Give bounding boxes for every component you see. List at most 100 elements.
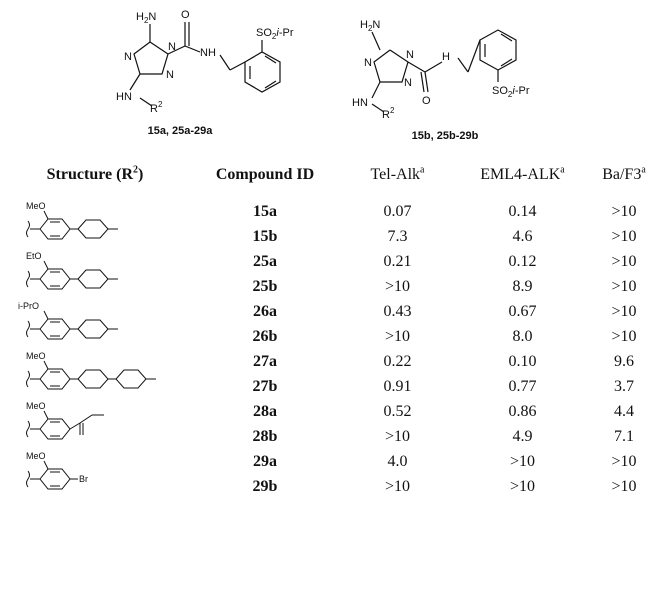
baf3-cell: 4.4 bbox=[614, 403, 634, 420]
atom-nh2-b: H2N bbox=[360, 19, 380, 33]
structure-b-atoms: H2N N N N HN R2 O H SO2i-Pr bbox=[352, 19, 530, 121]
atom-o-b: O bbox=[422, 95, 431, 107]
substituent-label: MeO bbox=[26, 451, 46, 461]
scheme-structures: H2N N N N HN R2 O NH SO2i-Pr bbox=[116, 9, 530, 121]
atom-h-b: H bbox=[442, 51, 450, 63]
substituent-label: MeO bbox=[26, 201, 46, 211]
structure-a bbox=[129, 22, 281, 107]
atom-nh-a: NH bbox=[200, 47, 216, 59]
substituent-label: EtO bbox=[26, 251, 42, 261]
eml4-alk-cell: 0.14 bbox=[508, 203, 537, 220]
substituent-structure: EtO bbox=[0, 249, 200, 299]
eml4-alk-cell: 8.9 bbox=[512, 278, 533, 295]
tel-alk-cell: 7.3 bbox=[387, 228, 408, 245]
table-row: 26b >10 8.0 >10 bbox=[0, 324, 658, 349]
tel-alk-cell: 0.52 bbox=[383, 403, 412, 420]
baf3-cell: 7.1 bbox=[614, 428, 634, 445]
compound-id-cell: 28a bbox=[253, 403, 277, 420]
atom-n2-b: N bbox=[406, 49, 414, 61]
substituent-drawing: MeO bbox=[26, 201, 118, 240]
atom-so2-b: SO2i-Pr bbox=[492, 85, 530, 99]
baf3-cell: >10 bbox=[611, 203, 637, 220]
scheme-area: H2N N N N HN R2 O NH SO2i-Pr bbox=[0, 0, 658, 150]
scheme-label-b: 15b, 25b-29b bbox=[411, 130, 479, 142]
table-row: 28a 0.52 0.86 4.4 bbox=[0, 399, 658, 424]
atom-n4-b: N bbox=[364, 57, 372, 69]
eml4-alk-cell: 8.0 bbox=[512, 328, 533, 345]
baf3-cell: >10 bbox=[611, 228, 637, 245]
compound-id-cell: 27a bbox=[253, 353, 277, 370]
substituent-drawing: MeO bbox=[26, 351, 156, 390]
atom-n4-a: N bbox=[124, 51, 132, 63]
compound-id-cell: 29b bbox=[252, 478, 278, 495]
atom-hn-a: HN bbox=[116, 91, 132, 103]
substituent-drawing: MeO Br bbox=[26, 451, 88, 490]
header-eml4-alk: EML4-ALKa bbox=[480, 164, 565, 183]
baf3-cell: >10 bbox=[611, 453, 637, 470]
atom-hn-b: HN bbox=[352, 97, 368, 109]
table-row: 29b >10 >10 >10 bbox=[0, 474, 658, 499]
atom-r2-a: R2 bbox=[150, 100, 163, 115]
atom-n2-a: N bbox=[166, 69, 174, 81]
tel-alk-cell: 0.07 bbox=[383, 203, 412, 220]
atom-r2-b: R2 bbox=[382, 106, 395, 121]
header-baf3: Ba/F3a bbox=[602, 164, 646, 183]
substituent-drawing: MeO bbox=[26, 401, 104, 440]
tel-alk-cell: >10 bbox=[384, 278, 411, 295]
baf3-cell: >10 bbox=[611, 278, 637, 295]
eml4-alk-cell: >10 bbox=[509, 453, 536, 470]
atom-nh2-a: H2N bbox=[136, 11, 156, 25]
header-structure: Structure (R2) bbox=[46, 164, 144, 183]
compound-id-cell: 15b bbox=[252, 228, 278, 245]
atom-o-a: O bbox=[181, 9, 190, 21]
baf3-cell: >10 bbox=[611, 253, 637, 270]
atom-n1-a: N bbox=[168, 41, 176, 53]
table-row: 15b 7.3 4.6 >10 bbox=[0, 224, 658, 249]
tel-alk-cell: 0.21 bbox=[383, 253, 412, 270]
atom-n1-b: N bbox=[404, 77, 412, 89]
table-row: 15a 0.07 0.14 >10 bbox=[0, 199, 658, 224]
eml4-alk-cell: >10 bbox=[509, 478, 536, 495]
table-row: 27b 0.91 0.77 3.7 bbox=[0, 374, 658, 399]
substituent-label: MeO bbox=[26, 351, 46, 361]
tel-alk-cell: 4.0 bbox=[387, 453, 408, 470]
tel-alk-cell: 0.43 bbox=[383, 303, 412, 320]
tel-alk-cell: >10 bbox=[384, 428, 411, 445]
eml4-alk-cell: 4.6 bbox=[512, 228, 533, 245]
baf3-cell: >10 bbox=[611, 303, 637, 320]
data-table: Structure (R2) Compound ID Tel-Alka EML4… bbox=[0, 162, 658, 499]
tel-alk-cell: >10 bbox=[384, 478, 411, 495]
header-tel-alk: Tel-Alka bbox=[370, 164, 425, 183]
substituent-label: i-PrO bbox=[18, 301, 39, 311]
eml4-alk-cell: 0.77 bbox=[508, 378, 537, 395]
table-row: 29a 4.0 >10 >10 bbox=[0, 449, 658, 474]
tel-alk-cell: 0.22 bbox=[383, 353, 412, 370]
baf3-cell: >10 bbox=[611, 478, 637, 495]
compound-id-cell: 25b bbox=[252, 278, 278, 295]
substituent-structure: MeO bbox=[0, 399, 200, 449]
compound-id-cell: 28b bbox=[252, 428, 278, 445]
eml4-alk-cell: 0.86 bbox=[508, 403, 537, 420]
substituent-structure: i-PrO bbox=[0, 299, 200, 349]
header-compound-id: Compound ID bbox=[215, 166, 315, 183]
tel-alk-cell: 0.91 bbox=[383, 378, 412, 395]
substituent-tail-label: Br bbox=[79, 474, 88, 484]
baf3-cell: 3.7 bbox=[614, 378, 634, 395]
atom-so2-a: SO2i-Pr bbox=[256, 27, 294, 41]
compound-id-cell: 26a bbox=[253, 303, 277, 320]
eml4-alk-cell: 0.10 bbox=[508, 353, 537, 370]
scheme-label-a: 15a, 25a-29a bbox=[147, 125, 213, 137]
tel-alk-cell: >10 bbox=[384, 328, 411, 345]
table-header: Structure (R2) Compound ID Tel-Alka EML4… bbox=[0, 162, 658, 187]
compound-id-cell: 29a bbox=[253, 453, 277, 470]
compound-id-cell: 25a bbox=[253, 253, 277, 270]
baf3-cell: >10 bbox=[611, 328, 637, 345]
table-row: 25b >10 8.9 >10 bbox=[0, 274, 658, 299]
compound-id-cell: 27b bbox=[252, 378, 278, 395]
compound-id-cell: 26b bbox=[252, 328, 278, 345]
compound-id-cell: 15a bbox=[253, 203, 277, 220]
substituent-drawing: i-PrO bbox=[18, 301, 118, 340]
